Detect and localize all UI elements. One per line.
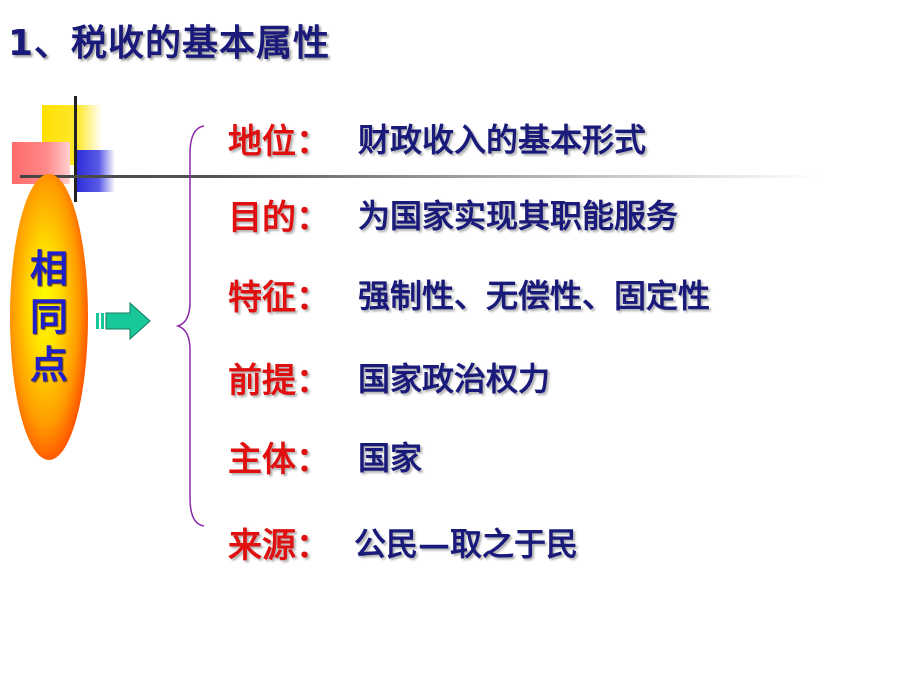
- oval-char: 同: [29, 295, 68, 339]
- item-value: 为国家实现其职能服务: [358, 197, 679, 235]
- item-value: 强制性、无偿性、固定性: [358, 277, 711, 315]
- oval-char: 点: [29, 343, 68, 387]
- item-label: 目的：: [228, 198, 330, 238]
- common-points-oval: 相 同 点: [10, 174, 88, 460]
- slide-title: 1、税收的基本属性: [8, 23, 331, 64]
- item-value: 国家政治权力: [358, 360, 551, 398]
- right-arrow-icon: [96, 301, 151, 341]
- item-label: 前提：: [228, 361, 330, 401]
- decorative-vertical-line: [74, 96, 77, 202]
- decorative-blue-square: [75, 150, 115, 192]
- item-label: 特征：: [228, 278, 330, 318]
- oval-char: 相: [29, 247, 68, 291]
- item-label: 来源：: [228, 526, 330, 566]
- item-value: 公民—取之于民: [354, 525, 579, 563]
- item-label: 地位：: [228, 122, 330, 162]
- item-label: 主体：: [228, 440, 330, 480]
- decorative-horizontal-line: [20, 175, 820, 178]
- item-value: 财政收入的基本形式: [358, 121, 647, 159]
- item-value: 国家: [358, 439, 423, 477]
- left-curly-brace: [176, 125, 205, 527]
